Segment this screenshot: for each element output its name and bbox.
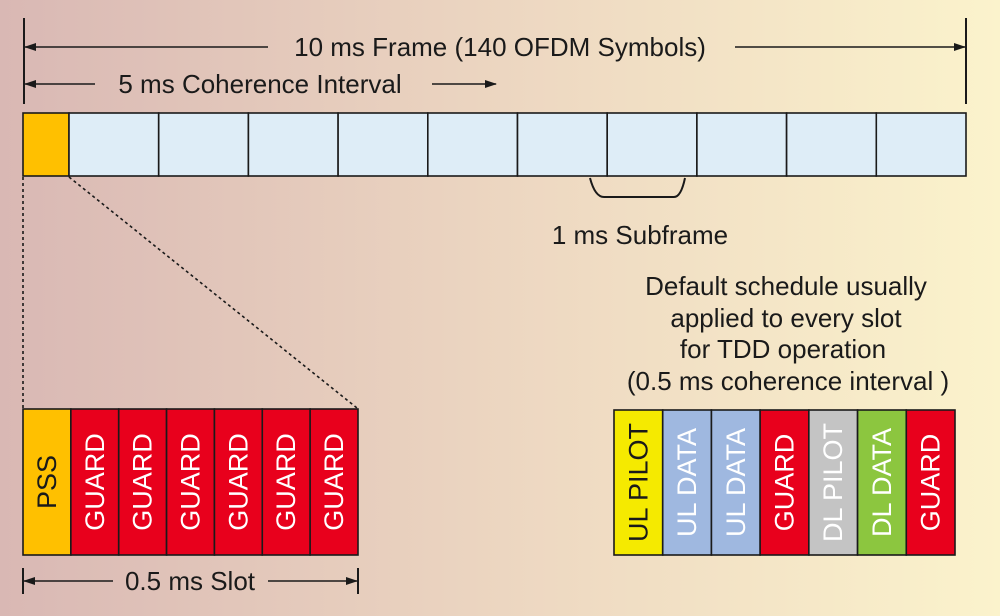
slot-block-label: GUARD (319, 433, 349, 531)
frame-subframe-cell (606, 112, 698, 177)
slot-block (309, 408, 359, 556)
schedule-block (905, 409, 956, 556)
frame-subframe-cell (157, 112, 250, 177)
frame-label: 10 ms Frame (140 OFDM Symbols) (294, 32, 706, 62)
schedule-note-line-1: Default schedule usually (645, 271, 927, 301)
schedule-block-label: GUARD (770, 434, 800, 532)
schedule-block-label: UL PILOT (623, 423, 653, 542)
schedule-block-label: UL DATA (721, 428, 751, 537)
frame-subframe-cell (247, 112, 339, 177)
schedule-block (856, 409, 908, 556)
slot-blocks: PSS GUARD GUARD GUARD GUARD GUARD GUARD (22, 408, 359, 556)
schedule-block (613, 409, 664, 556)
schedule-block (808, 409, 859, 556)
slot-block-label: PSS (32, 455, 62, 509)
subframe-label: 1 ms Subframe (552, 220, 728, 250)
frame-subframe-cell (785, 112, 878, 177)
frame-subframe-cell (696, 112, 788, 177)
slot-block-label: GUARD (176, 433, 206, 531)
frame-subframe-cell (875, 112, 967, 177)
schedule-block (661, 409, 713, 556)
slot-block-label: GUARD (271, 433, 301, 531)
frame-subframe-cell (337, 112, 429, 177)
slot-block-label: GUARD (128, 433, 158, 531)
schedule-block-label: DL PILOT (818, 423, 848, 542)
schedule-block-label: GUARD (916, 434, 946, 532)
slot-block (261, 408, 311, 556)
schedule-note-line-4: (0.5 ms coherence interval ) (627, 366, 949, 396)
slot-block-label: GUARD (223, 433, 253, 531)
slot-block-label: GUARD (80, 433, 110, 531)
zoom-line-right (68, 176, 358, 409)
frame-subframe-cell (68, 112, 160, 177)
schedule-blocks: UL PILOT UL DATA UL DATA GUARD DL PILOT DL DA… (613, 409, 956, 556)
slot-block (22, 408, 72, 556)
frame-subframe-cell (426, 112, 519, 177)
slot-block (165, 408, 216, 556)
frame-pss-cell (22, 112, 70, 177)
slot-block (70, 408, 120, 556)
schedule-note-line-2: applied to every slot (670, 303, 902, 333)
slot-block (117, 408, 168, 556)
coherence-label: 5 ms Coherence Interval (118, 69, 401, 99)
frame-subframe-cell (516, 112, 608, 177)
schedule-note-line-3: for TDD operation (680, 334, 886, 364)
schedule-block-label: UL DATA (672, 428, 702, 537)
schedule-block-label: DL DATA (867, 428, 897, 537)
schedule-note: Default schedule usually applied to ever… (627, 271, 949, 396)
slot-label: 0.5 ms Slot (125, 566, 256, 596)
frame-bar (22, 112, 967, 177)
subframe-bracket (589, 177, 686, 198)
